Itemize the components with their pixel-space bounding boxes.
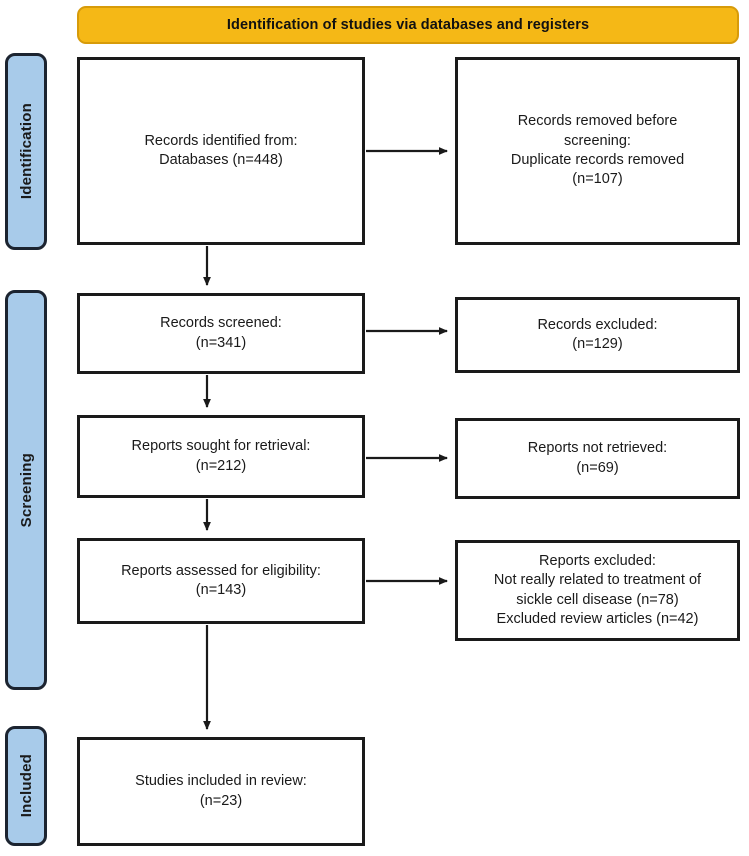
box-reports-excluded: Reports excluded: Not really related to … <box>455 540 740 641</box>
box-reports-not-retrieved: Reports not retrieved: (n=69) <box>455 418 740 499</box>
box-records-removed-before-screening: Records removed before screening: Duplic… <box>455 57 740 245</box>
diagram-header-banner: Identification of studies via databases … <box>77 6 739 44</box>
stage-label-identification-text: Identification <box>17 103 35 200</box>
stage-label-included-text: Included <box>17 754 35 818</box>
stage-label-identification: Identification <box>5 53 47 250</box>
box-studies-included-in-review: Studies included in review: (n=23) <box>77 737 365 846</box>
diagram-title: Identification of studies via databases … <box>226 17 590 33</box>
box-records-removed-before-screening-text: Records removed before screening: Duplic… <box>510 113 685 188</box>
box-reports-sought-for-retrieval-text: Reports sought for retrieval: (n=212) <box>131 438 311 474</box>
box-reports-not-retrieved-text: Reports not retrieved: (n=69) <box>527 440 668 476</box>
box-records-excluded-text: Records excluded: (n=129) <box>537 316 658 352</box>
box-reports-assessed-for-eligibility-text: Reports assessed for eligibility: (n=143… <box>121 562 321 598</box>
box-reports-excluded-text: Reports excluded: Not really related to … <box>493 552 702 627</box>
box-records-screened-text: Records screened: (n=341) <box>160 315 282 351</box>
box-reports-assessed-for-eligibility: Reports assessed for eligibility: (n=143… <box>77 538 365 624</box>
box-records-identified-text: Records identified from: Databases (n=44… <box>144 132 298 168</box>
box-records-identified: Records identified from: Databases (n=44… <box>77 57 365 245</box>
stage-label-screening-text: Screening <box>17 452 35 528</box>
box-studies-included-in-review-text: Studies included in review: (n=23) <box>135 773 307 809</box>
box-records-excluded: Records excluded: (n=129) <box>455 297 740 373</box>
box-reports-sought-for-retrieval: Reports sought for retrieval: (n=212) <box>77 415 365 498</box>
stage-label-screening: Screening <box>5 290 47 690</box>
stage-label-included: Included <box>5 726 47 846</box>
box-records-screened: Records screened: (n=341) <box>77 293 365 374</box>
